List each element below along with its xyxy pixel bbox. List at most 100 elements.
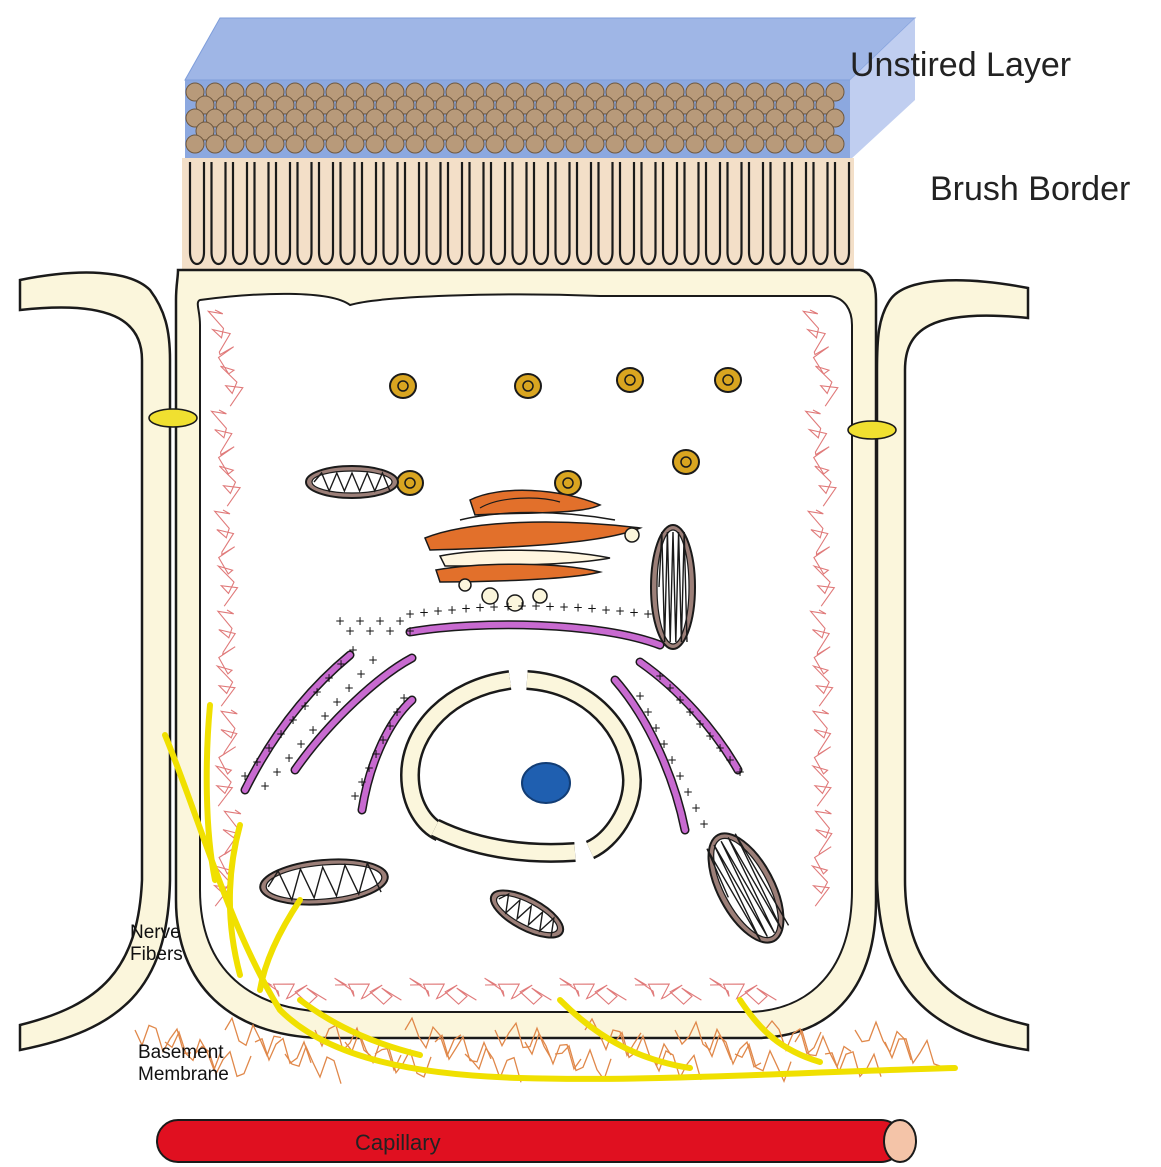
ribosome: + xyxy=(475,601,485,615)
ribosome: + xyxy=(332,695,342,709)
ribosome: + xyxy=(405,607,415,621)
basement-membrane-label: Basement Membrane xyxy=(138,1042,229,1086)
glycocalyx-bead xyxy=(206,135,224,153)
glycocalyx-bead xyxy=(346,135,364,153)
vesicle xyxy=(673,450,699,474)
glycocalyx-bead xyxy=(486,135,504,153)
vesicle xyxy=(390,374,416,398)
ribosome: + xyxy=(364,761,374,775)
ribosome: + xyxy=(573,601,583,615)
ribosome: + xyxy=(685,705,695,719)
glycocalyx-bead xyxy=(226,135,244,153)
basement-fiber xyxy=(555,1046,611,1080)
basement-membrane-label-line2: Membrane xyxy=(138,1064,229,1086)
glycocalyx-bead xyxy=(506,135,524,153)
ribosome: + xyxy=(378,733,388,747)
ribosome: + xyxy=(503,599,513,613)
glycocalyx-bead xyxy=(766,135,784,153)
brush-border-microvilli xyxy=(182,158,854,273)
ribosome: + xyxy=(324,671,334,685)
basement-fiber xyxy=(855,1022,911,1060)
glycocalyx-bead xyxy=(586,135,604,153)
glycocalyx-bead xyxy=(666,135,684,153)
ribosome: + xyxy=(735,765,745,779)
ribosome: + xyxy=(335,614,345,628)
glycocalyx-bead xyxy=(626,135,644,153)
ribosome: + xyxy=(635,689,645,703)
glycocalyx-bead xyxy=(266,135,284,153)
glycocalyx-bead xyxy=(446,135,464,153)
ribosome: + xyxy=(545,599,555,613)
basement-membrane-label-line1: Basement xyxy=(138,1042,229,1064)
glycocalyx-bead xyxy=(386,135,404,153)
vesicle xyxy=(555,471,581,495)
ribosome: + xyxy=(276,727,286,741)
ribosome: + xyxy=(308,723,318,737)
ribosome: + xyxy=(320,709,330,723)
ribosome: + xyxy=(655,669,665,683)
ribosome: + xyxy=(517,599,527,613)
ribosome: + xyxy=(260,779,270,793)
glycocalyx-bead xyxy=(686,135,704,153)
ribosome: + xyxy=(725,753,735,767)
glycocalyx-bead xyxy=(326,135,344,153)
basement-fiber xyxy=(285,1047,341,1084)
nerve-fibers-label-line2: Fibers xyxy=(130,944,183,966)
glycocalyx-bead xyxy=(366,135,384,153)
glycocalyx-bead xyxy=(566,135,584,153)
glycocalyx-bead xyxy=(606,135,624,153)
vesicle xyxy=(397,471,423,495)
ribosome: + xyxy=(350,789,360,803)
ribosome: + xyxy=(659,737,669,751)
ribosome: + xyxy=(405,624,415,638)
glycocalyx-bead xyxy=(306,135,324,153)
glycocalyx-bead xyxy=(546,135,564,153)
ribosome: + xyxy=(356,667,366,681)
ribosome: + xyxy=(385,719,395,733)
ribosome: + xyxy=(683,785,693,799)
glycocalyx-bead xyxy=(406,135,424,153)
ribosome: + xyxy=(344,681,354,695)
glycocalyx-bead xyxy=(526,135,544,153)
mitochondrion xyxy=(306,466,398,498)
glycocalyx-bead xyxy=(246,135,264,153)
mitochondrion xyxy=(651,525,695,649)
ribosome: + xyxy=(264,741,274,755)
ribosome: + xyxy=(447,603,457,617)
ribosome: + xyxy=(240,769,250,783)
vesicle xyxy=(515,374,541,398)
glycocalyx-bead xyxy=(286,135,304,153)
glycocalyx-bead xyxy=(466,135,484,153)
ribosome: + xyxy=(296,737,306,751)
ribosome: + xyxy=(399,691,409,705)
ribosome: + xyxy=(288,713,298,727)
ribosome: + xyxy=(665,681,675,695)
ribosome: + xyxy=(691,801,701,815)
ribosome: + xyxy=(531,599,541,613)
ribosome: + xyxy=(615,604,625,618)
ribosome: + xyxy=(705,729,715,743)
glycocalyx-bead xyxy=(426,135,444,153)
glycocalyx-bead xyxy=(786,135,804,153)
ribosome: + xyxy=(336,657,346,671)
vesicle xyxy=(715,368,741,392)
ribosome: + xyxy=(368,653,378,667)
ribosome: + xyxy=(643,705,653,719)
ribosome: + xyxy=(419,606,429,620)
ribosome: + xyxy=(587,602,597,616)
ribosome: + xyxy=(433,604,443,618)
ribosome: + xyxy=(629,606,639,620)
ribosome: + xyxy=(559,600,569,614)
ribosome: + xyxy=(392,705,402,719)
ribosome: + xyxy=(371,747,381,761)
ribosome: + xyxy=(345,624,355,638)
ribosome: + xyxy=(375,614,385,628)
glycocalyx-bead xyxy=(646,135,664,153)
ribosome: + xyxy=(355,614,365,628)
ribosome: + xyxy=(651,721,661,735)
capillary-label: Capillary xyxy=(355,1130,441,1156)
glycocalyx-bead xyxy=(726,135,744,153)
ribosome: + xyxy=(252,755,262,769)
ribosome: + xyxy=(643,607,653,621)
glycocalyx-bead xyxy=(746,135,764,153)
